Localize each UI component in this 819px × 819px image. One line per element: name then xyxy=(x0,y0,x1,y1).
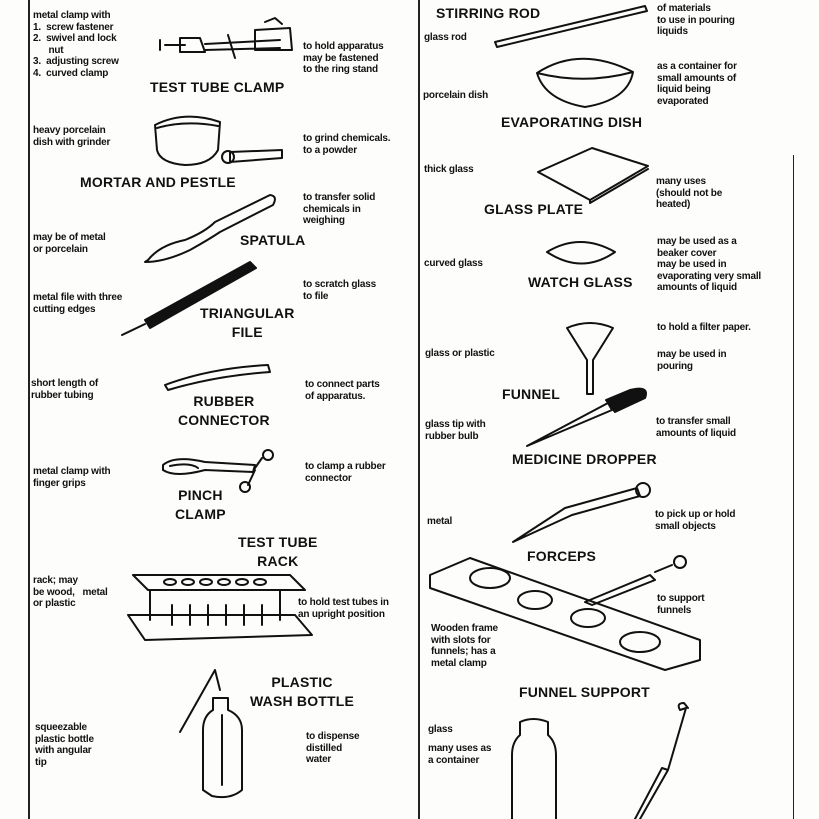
triangular-file-drawing xyxy=(121,261,257,336)
rubber-connector-use: to connect parts of apparatus. xyxy=(305,379,380,402)
glass-plate-title: GLASS PLATE xyxy=(484,201,584,217)
funnel-drawing xyxy=(566,322,614,395)
center-divider-line xyxy=(418,0,420,819)
medicine-dropper-title: MEDICINE DROPPER xyxy=(512,451,657,467)
test-tube-rack-use: to hold test tubes in an upright positio… xyxy=(298,597,389,620)
glass-plate-use: many uses (should not be heated) xyxy=(656,176,723,210)
wash-bottle-drawing xyxy=(179,669,243,799)
pinch-clamp-use: to clamp a rubber connector xyxy=(305,461,386,484)
pinch-clamp-drawing xyxy=(162,449,274,493)
funnel-title: FUNNEL xyxy=(502,386,560,402)
bottle-material: glass xyxy=(428,724,453,735)
watch-glass-use: may be used as a beaker cover may be use… xyxy=(657,236,761,293)
wash-bottle-title: PLASTIC WASH BOTTLE xyxy=(250,674,355,709)
right-border-line-lower xyxy=(793,410,794,819)
pipette-drawing xyxy=(634,702,689,819)
funnel-support-drawing xyxy=(429,555,701,671)
medicine-dropper-drawing xyxy=(526,387,647,447)
test-tube-rack-drawing xyxy=(127,574,313,641)
right-border-line xyxy=(793,155,794,440)
medicine-dropper-material: glass tip with rubber bulb xyxy=(425,419,486,442)
funnel-support-use: to support funnels xyxy=(657,593,705,616)
test-tube-clamp-use: to hold apparatus may be fastened to the… xyxy=(303,41,384,75)
evaporating-dish-use: as a container for small amounts of liqu… xyxy=(657,61,737,107)
stirring-rod-material: glass rod xyxy=(424,32,467,43)
evaporating-dish-drawing xyxy=(536,57,634,108)
stirring-rod-use: of materials to use in pouring liquids xyxy=(657,3,735,37)
test-tube-clamp-material: metal clamp with 1. screw fastener 2. sw… xyxy=(33,10,119,79)
rubber-connector-material: short length of rubber tubing xyxy=(31,378,98,401)
glass-plate-drawing xyxy=(537,147,649,204)
bottle-use: many uses as a container xyxy=(428,743,492,766)
wash-bottle-material: squeezable plastic bottle with angular t… xyxy=(35,722,94,768)
pinch-clamp-title: PINCH CLAMP xyxy=(175,487,226,522)
stirring-rod-drawing xyxy=(494,5,648,48)
glass-plate-material: thick glass xyxy=(424,164,474,175)
test-tube-rack-material: rack; may be wood, metal or plastic xyxy=(33,575,108,609)
forceps-title: FORCEPS xyxy=(527,548,597,564)
triangular-file-title: TRIANGULAR FILE xyxy=(200,305,295,340)
funnel-use-secondary: may be used in pouring xyxy=(657,349,727,372)
wash-bottle-use: to dispense distilled water xyxy=(306,731,360,765)
rubber-connector-title: RUBBER CONNECTOR xyxy=(178,393,270,428)
watch-glass-drawing xyxy=(546,241,616,265)
mortar-and-pestle-use: to grind chemicals. to a powder xyxy=(303,133,391,156)
mortar-and-pestle-title: MORTAR AND PESTLE xyxy=(80,174,236,190)
spatula-use: to transfer solid chemicals in weighing xyxy=(303,192,376,226)
triangular-file-material: metal file with three cutting edges xyxy=(33,292,123,315)
spatula-title: SPATULA xyxy=(240,232,306,248)
evaporating-dish-title: EVAPORATING DISH xyxy=(501,114,643,130)
forceps-drawing xyxy=(512,482,651,543)
rubber-connector-drawing xyxy=(164,364,271,391)
medicine-dropper-use: to transfer small amounts of liquid xyxy=(656,416,736,439)
mortar-and-pestle-drawing xyxy=(154,115,283,166)
pinch-clamp-material: metal clamp with finger grips xyxy=(33,466,111,489)
mortar-and-pestle-material: heavy porcelain dish with grinder xyxy=(33,125,111,148)
test-tube-clamp-drawing xyxy=(159,17,293,59)
forceps-use: to pick up or hold small objects xyxy=(655,509,736,532)
spatula-material: may be of metal or porcelain xyxy=(33,232,106,255)
forceps-material: metal xyxy=(427,516,453,527)
left-border-line xyxy=(28,0,30,819)
bottle-drawing xyxy=(511,718,557,819)
funnel-material: glass or plastic xyxy=(425,348,495,359)
spatula-drawing xyxy=(144,194,276,263)
evaporating-dish-material: porcelain dish xyxy=(423,90,488,101)
funnel-support-material: Wooden frame with slots for funnels; has… xyxy=(431,623,498,669)
triangular-file-use: to scratch glass to file xyxy=(303,279,376,302)
watch-glass-material: curved glass xyxy=(424,258,483,269)
stirring-rod-title: STIRRING ROD xyxy=(436,5,541,21)
test-tube-clamp-title: TEST TUBE CLAMP xyxy=(150,79,285,95)
test-tube-rack-title: TEST TUBE RACK xyxy=(238,534,318,569)
funnel-support-title: FUNNEL SUPPORT xyxy=(519,684,650,700)
watch-glass-title: WATCH GLASS xyxy=(528,274,633,290)
funnel-use: to hold a filter paper. xyxy=(657,322,751,333)
